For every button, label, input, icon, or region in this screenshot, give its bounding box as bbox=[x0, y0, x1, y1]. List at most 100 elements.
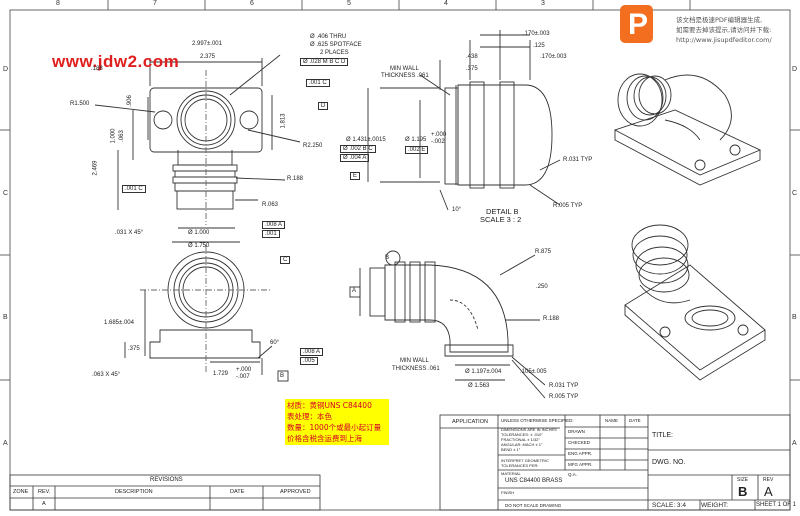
dim-170b: .170±.003 bbox=[540, 54, 567, 60]
dim-spotface: Ø .625 SPOTFACE bbox=[310, 42, 362, 48]
zone-col-3: 3 bbox=[541, 0, 545, 7]
dim-r063: R.063 bbox=[262, 202, 279, 208]
tb-rev-label: REV bbox=[763, 477, 774, 483]
rev-header-date: DATE bbox=[230, 489, 245, 495]
dim-angle60: 60° bbox=[270, 340, 280, 346]
dim-063: .063 bbox=[118, 130, 125, 142]
dim-minwall-4: THICKNESS .061 bbox=[392, 366, 440, 372]
revisions-table-grid bbox=[9, 474, 321, 511]
detail-b-title: DETAIL B bbox=[486, 207, 519, 216]
title-block-grid bbox=[439, 414, 791, 511]
dim-170a: .170±.003 bbox=[523, 31, 550, 37]
tb-material-label: MATERIAL bbox=[501, 471, 521, 476]
tb-dims-inches: DIMENSIONS ARE IN INCHES bbox=[501, 427, 557, 432]
tb-eng-appr: ENG APPR. bbox=[568, 451, 593, 456]
tb-fractional: FRACTIONAL ± 1/32" bbox=[501, 437, 540, 442]
dim-top-188: .188 bbox=[91, 66, 103, 72]
tb-interpret: INTERPRET GEOMETRIC bbox=[501, 458, 549, 463]
tb-tolerancing: TOLERANCES PER: bbox=[501, 463, 539, 468]
dim-angle10: 10° bbox=[452, 207, 462, 213]
tb-tolerances: TOLERANCES: ± .010" bbox=[501, 432, 543, 437]
material-note-line1: 材质：黄铜UNS C84400 bbox=[287, 401, 372, 410]
tb-application: APPLICATION bbox=[452, 419, 488, 425]
dim-125: .125 bbox=[533, 43, 545, 49]
dim-dia1000: Ø 1.000 bbox=[188, 230, 210, 236]
tb-dwg-no: DWG. NO. bbox=[652, 459, 686, 466]
dim-r005b: R.005 TYP bbox=[549, 394, 579, 400]
dim-r875: R.875 bbox=[535, 249, 552, 255]
fcf-perp-c: .001 C bbox=[122, 185, 146, 193]
rev-header-rev: REV. bbox=[38, 489, 51, 495]
detail-b-view bbox=[367, 30, 561, 211]
material-note-line4: 价格含税含运费到上海 bbox=[287, 434, 362, 443]
datum-a: A bbox=[352, 288, 357, 294]
iso-view-top bbox=[613, 73, 762, 186]
fcf-prof008: .008 A bbox=[300, 348, 324, 356]
zone-col-8: 8 bbox=[56, 0, 60, 7]
datum-c: C bbox=[280, 256, 291, 264]
rev-header-zone: ZONE bbox=[13, 489, 29, 495]
dim-tol-minus: -.002 bbox=[431, 139, 445, 145]
fcf-pos002: Ø .002 B C bbox=[340, 145, 376, 153]
dim-cham031: .031 X 45° bbox=[115, 230, 144, 236]
tb-title-label: TITLE: bbox=[652, 432, 674, 439]
tb-angular: ANGULAR: MACH ± 1° bbox=[501, 442, 543, 447]
dim-hole-thru: Ø .406 THRU bbox=[310, 34, 347, 40]
dim-r1500: R1.500 bbox=[70, 101, 90, 107]
pdf-editor-logo[interactable]: P bbox=[620, 5, 653, 43]
fcf-prof005: .005 bbox=[300, 357, 318, 365]
material-note-line3: 数量：1000个或最小起订量 bbox=[287, 423, 382, 432]
zone-row-c-right: C bbox=[792, 190, 798, 197]
zone-row-d-right: D bbox=[792, 66, 798, 73]
tb-mfg-appr: MFG APPR. bbox=[568, 462, 593, 467]
tb-scale: SCALE: 3:4 bbox=[652, 502, 686, 509]
zone-col-5: 5 bbox=[347, 0, 351, 7]
tb-qa: Q.A. bbox=[568, 472, 578, 477]
rev-header-approved: APPROVED bbox=[280, 489, 311, 495]
fcf-runout: .002 E bbox=[405, 146, 429, 154]
pdf-ad-url[interactable]: http://www.jisupdfeditor.com/ bbox=[676, 36, 772, 44]
material-note-line2: 表处理：本色 bbox=[287, 412, 332, 421]
dim-250: .250 bbox=[536, 284, 548, 290]
dim-places: 2 PLACES bbox=[320, 50, 349, 56]
tb-size-value: B bbox=[738, 484, 748, 499]
revisions-title: REVISIONS bbox=[150, 477, 183, 483]
dim-cham063: .063 X 45° bbox=[92, 372, 121, 378]
dim-b-label: B bbox=[385, 255, 390, 261]
iso-view-bottom bbox=[624, 224, 766, 381]
rev-header-description: DESCRIPTION bbox=[115, 489, 153, 495]
dim-top-width: 2.997±.001 bbox=[192, 41, 222, 47]
fcf-position: Ø .028 M B C D bbox=[300, 58, 349, 66]
datum-b: B bbox=[280, 373, 285, 379]
tb-date: DATE bbox=[629, 418, 641, 423]
zone-col-4: 4 bbox=[444, 0, 448, 7]
dim-dia1431: Ø 1.431±.0015 bbox=[346, 137, 386, 143]
zone-row-a-right: A bbox=[792, 440, 797, 447]
dim-dia1563: Ø 1.563 bbox=[468, 383, 490, 389]
dim-r188b: R.188 bbox=[543, 316, 560, 322]
dim-dia1195: Ø 1.195 bbox=[405, 137, 427, 143]
dim-dia1197: Ø 1.197±.004 bbox=[465, 369, 502, 375]
dim-2469: 2.469 bbox=[92, 160, 99, 176]
tb-material-value: UNS C84400 BRASS bbox=[505, 478, 563, 484]
fcf-flatness: .001 C bbox=[306, 79, 330, 87]
dim-tol2-minus: -.007 bbox=[236, 374, 250, 380]
zone-row-d: D bbox=[3, 66, 9, 73]
zone-row-b: B bbox=[3, 314, 8, 321]
dim-1000: 1.000 bbox=[110, 128, 117, 144]
fcf-flat: .001 bbox=[262, 230, 280, 238]
material-note: 材质：黄铜UNS C84400 表处理：本色 数量：1000个或最小起订量 价格… bbox=[285, 399, 389, 445]
tb-unless: UNLESS OTHERWISE SPECIFIED: bbox=[501, 418, 574, 423]
dim-1813: 1.813 bbox=[280, 113, 287, 129]
dim-r2250: R2.250 bbox=[303, 143, 323, 149]
tb-bend: BEND ± 1° bbox=[501, 447, 521, 452]
tb-drawn: DRAWN bbox=[568, 429, 585, 434]
dim-top-2375: 2.375 bbox=[200, 54, 216, 60]
dim-1685: 1.685±.004 bbox=[104, 320, 134, 326]
dim-tol-plus: +.000 bbox=[431, 132, 447, 138]
dim-1729: 1.729 bbox=[213, 371, 229, 377]
top-view bbox=[94, 54, 301, 243]
pdf-logo-letter: P bbox=[628, 8, 649, 41]
front-view bbox=[124, 245, 289, 382]
dim-375b: .375 bbox=[128, 346, 140, 352]
